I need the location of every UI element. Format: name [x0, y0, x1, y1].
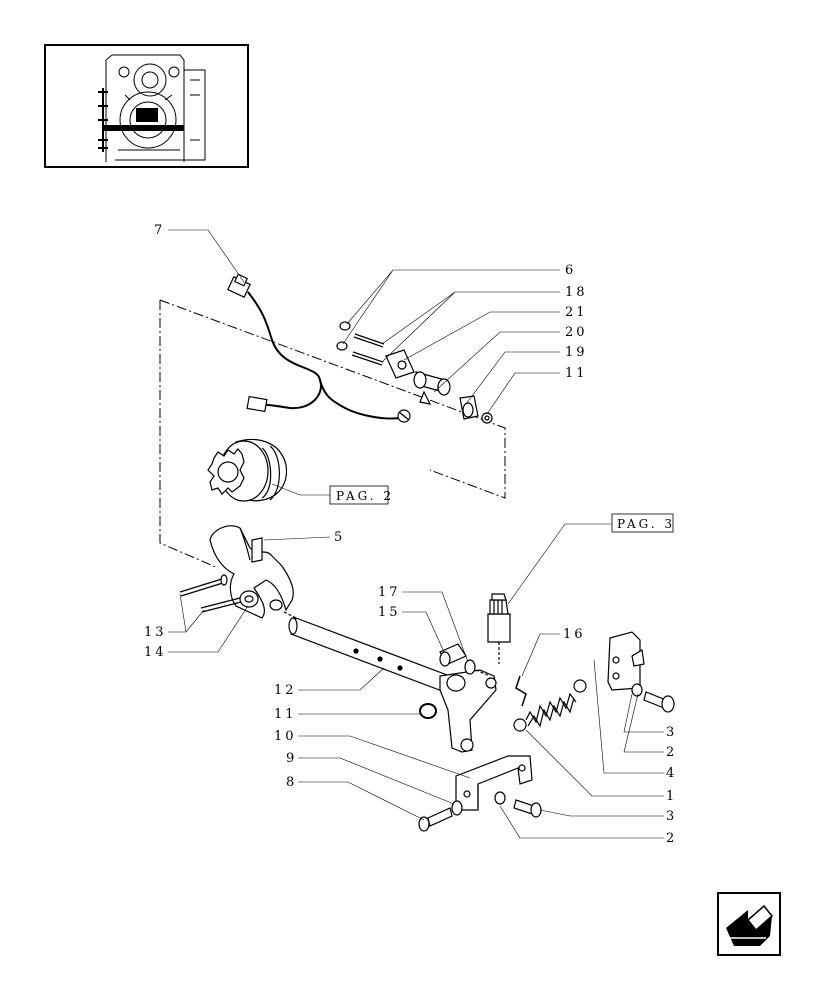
- sensor-stack: [336, 321, 493, 424]
- sliding-gear-sleeve: [207, 439, 288, 502]
- return-spring: [513, 679, 587, 732]
- callout-5: 5: [334, 530, 345, 545]
- callout-7: 7: [154, 223, 165, 238]
- callout-10: 10: [274, 729, 297, 744]
- callout-17: 17: [378, 585, 401, 600]
- callout-19: 19: [565, 345, 588, 360]
- locator-thumbnail-icon[interactable]: [44, 44, 249, 168]
- callout-numbers: 7 6 18 21 20 19 11 5 17 15 13 14 16 12 1…: [144, 223, 677, 846]
- callout-1: 1: [666, 789, 677, 804]
- previous-page-arrow-icon[interactable]: [717, 892, 781, 956]
- page-ref-pag2-label: PAG. 2: [336, 489, 394, 503]
- leader-lines: [168, 229, 664, 839]
- callout-11-bottom: 11: [274, 707, 297, 722]
- shift-fork: [179, 525, 294, 619]
- page-ref-pag3-label: PAG. 3: [617, 517, 675, 531]
- callout-9: 9: [286, 751, 297, 766]
- page-ref-pag2-link[interactable]: PAG. 2: [329, 485, 394, 505]
- callout-3-lower: 3: [666, 809, 677, 824]
- callout-15: 15: [378, 605, 401, 620]
- callout-12: 12: [274, 683, 297, 698]
- callout-2-lower: 2: [666, 831, 677, 846]
- callout-3-upper: 3: [666, 725, 677, 740]
- subassembly-boundary: [159, 299, 506, 569]
- selector-shaft: [283, 611, 497, 753]
- callout-16: 16: [563, 627, 586, 642]
- retaining-clip: [515, 675, 527, 707]
- callout-2-upper: 2: [666, 745, 677, 760]
- lower-bracket: [418, 755, 542, 832]
- callout-4: 4: [666, 766, 677, 781]
- callout-20: 20: [565, 325, 588, 340]
- callout-21: 21: [565, 305, 588, 320]
- callout-8: 8: [286, 775, 297, 790]
- callout-13: 13: [144, 625, 167, 640]
- callout-11-top: 11: [565, 366, 588, 381]
- callout-6: 6: [565, 263, 576, 278]
- callout-14: 14: [144, 645, 167, 660]
- callout-18: 18: [565, 285, 588, 300]
- upper-bracket: [607, 631, 675, 713]
- wiring-harness: [227, 273, 411, 423]
- page-ref-pag3-link[interactable]: PAG. 3: [611, 513, 675, 533]
- detent-plunger: [487, 593, 511, 664]
